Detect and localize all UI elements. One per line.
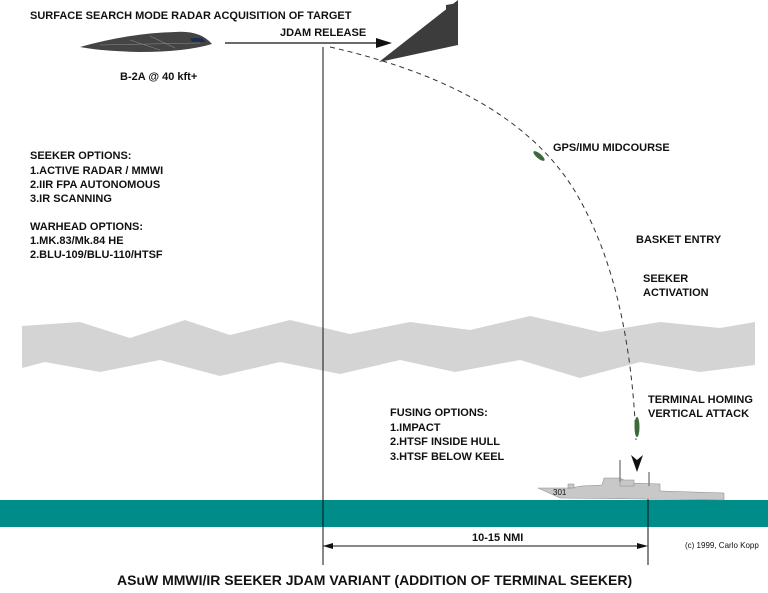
jdam-midcourse-icon [533, 151, 545, 161]
range-label: 10-15 NMI [472, 532, 523, 544]
aircraft-label: B-2A @ 40 kft+ [120, 71, 197, 83]
credit: (c) 1999, Carlo Kopp [685, 541, 759, 550]
trajectory-path [329, 46, 637, 441]
vertical-attack-label: VERTICAL ATTACK [648, 408, 749, 420]
seeker-option: 1.ACTIVE RADAR / MMWI [30, 165, 163, 177]
warhead-option: 1.MK.83/Mk.84 HE [30, 235, 124, 247]
cloud-layer [22, 316, 755, 378]
b2-side-icon [80, 31, 212, 52]
terminal-homing-label: TERMINAL HOMING [648, 394, 753, 406]
hull-number: 301 [553, 488, 567, 497]
seeker-activation-label: SEEKER [643, 273, 688, 285]
fusing-options-title: FUSING OPTIONS: [390, 407, 488, 419]
jdam-terminal-icon [634, 417, 640, 437]
seeker-option: 3.IR SCANNING [30, 193, 112, 205]
seeker-option: 2.IIR FPA AUTONOMOUS [30, 179, 160, 191]
seeker-activation-label-2: ACTIVATION [643, 287, 709, 299]
sea [0, 500, 768, 527]
fusing-option: 1.IMPACT [390, 422, 441, 434]
impact-arrow [631, 455, 643, 472]
seeker-options-title: SEEKER OPTIONS: [30, 150, 131, 162]
caption: ASuW MMWI/IR SEEKER JDAM VARIANT (ADDITI… [117, 572, 632, 588]
acquisition-label: SURFACE SEARCH MODE RADAR ACQUISITION OF… [30, 10, 352, 22]
b2-planform-icon [379, 0, 458, 62]
release-label: JDAM RELEASE [280, 27, 366, 39]
basket-entry-label: BASKET ENTRY [636, 234, 722, 246]
midcourse-label: GPS/IMU MIDCOURSE [553, 142, 670, 154]
ship-icon: 301 [537, 460, 725, 501]
fusing-option: 2.HTSF INSIDE HULL [390, 436, 500, 448]
warhead-option: 2.BLU-109/BLU-110/HTSF [30, 249, 163, 261]
warhead-options-title: WARHEAD OPTIONS: [30, 221, 143, 233]
fusing-option: 3.HTSF BELOW KEEL [390, 451, 505, 463]
